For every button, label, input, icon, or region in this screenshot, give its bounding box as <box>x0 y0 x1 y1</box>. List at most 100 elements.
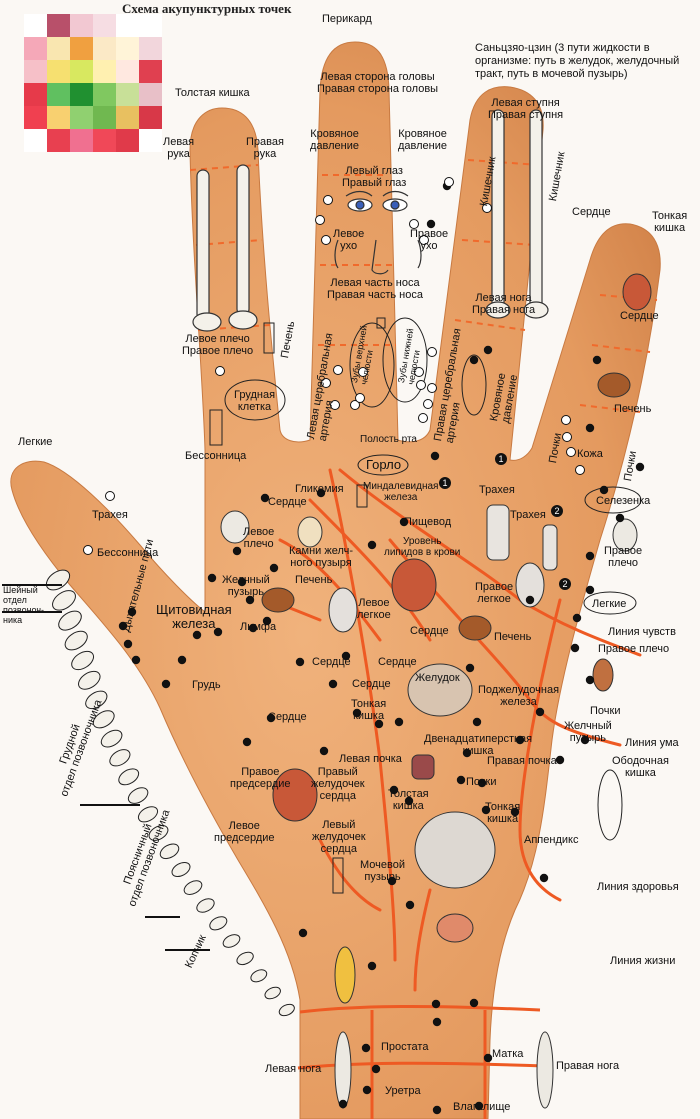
label-serdce-5: Сердце <box>378 656 417 668</box>
acupuncture-point <box>367 540 377 550</box>
logo-tile <box>24 60 47 83</box>
kidneys-dvenadc <box>411 754 435 780</box>
acupuncture-point-hollow <box>575 465 585 475</box>
label-serdce-top: Сердце <box>572 206 611 218</box>
acupuncture-point-hollow <box>427 383 437 393</box>
heart-pinky <box>622 273 652 311</box>
acupuncture-point <box>585 675 595 685</box>
acupuncture-point <box>481 805 491 815</box>
label-pravaya-ruka: Правая рука <box>246 136 284 160</box>
label-tolstaya-kishka-top: Толстая кишка <box>175 87 250 99</box>
label-grud: Грудь <box>192 679 221 691</box>
acupuncture-point-hollow <box>350 400 360 410</box>
acupuncture-point <box>405 900 415 910</box>
acupuncture-point <box>237 577 247 587</box>
acupuncture-point <box>555 755 565 765</box>
label-zhelchnyi-2: Желчный пузырь <box>564 720 612 744</box>
logo-tile <box>47 83 70 106</box>
label-grudnaya: Грудная клетка <box>234 389 276 413</box>
label-pechen-pinky: Печень <box>614 403 652 415</box>
vertebra <box>118 768 140 786</box>
label-prav-predserd: Правое предсердие <box>230 766 291 790</box>
acupuncture-point <box>232 546 242 556</box>
acupuncture-point-hollow <box>83 545 93 555</box>
vertebra <box>250 969 268 983</box>
label-bessonnica-2: Бессонница <box>97 547 159 559</box>
acupuncture-point <box>131 655 141 665</box>
vertebra <box>159 843 180 860</box>
acupuncture-point-hollow <box>215 366 225 376</box>
scapula-left <box>220 510 250 544</box>
label-serdce-7: Сердце <box>268 711 307 723</box>
acupuncture-point <box>316 488 326 498</box>
label-krov-r: Кровяное давление <box>398 128 448 152</box>
logo-tile <box>93 14 116 37</box>
logo-tile <box>93 106 116 129</box>
label-pravoe-plecho-2: Правое плечо <box>598 643 670 655</box>
vertebra <box>127 787 149 804</box>
vertebra <box>85 690 108 710</box>
acupuncture-point <box>399 517 409 527</box>
spine-brackets <box>2 584 210 951</box>
acupuncture-point <box>539 873 549 883</box>
label-shein: Шейный отдел позвоноч- ника <box>3 585 45 625</box>
acupuncture-point <box>213 627 223 637</box>
acupuncture-point-hollow <box>566 447 576 457</box>
acupuncture-point-hollow <box>321 235 331 245</box>
heart-center <box>391 558 437 612</box>
logo-tile <box>24 37 47 60</box>
title: Схема акупунктурных точек <box>122 1 292 16</box>
acupuncture-point <box>535 707 545 717</box>
label-glikemiya: Гликемия <box>295 483 344 495</box>
uterus <box>436 913 474 943</box>
line-of-feeling <box>338 468 642 657</box>
acupuncture-point <box>118 621 128 631</box>
logo-tile <box>116 83 139 106</box>
acupuncture-point <box>432 1017 442 1027</box>
face-drawing <box>334 190 422 275</box>
label-liniya-zhizni: Линия жизни <box>610 955 676 967</box>
acupuncture-point <box>266 713 276 723</box>
logo-tile <box>24 83 47 106</box>
acupuncture-point <box>245 595 255 605</box>
logo-tile <box>47 129 70 152</box>
acupuncture-point <box>161 679 171 689</box>
acupuncture-point <box>242 737 252 747</box>
vertebra <box>196 898 215 913</box>
acupuncture-point-hollow <box>330 400 340 410</box>
acupuncture-point <box>127 607 137 617</box>
acupuncture-point-hollow <box>323 195 333 205</box>
label-legkie-left: Легкие <box>18 436 53 448</box>
label-ukho-l: Левое ухо <box>333 228 365 252</box>
logo-tile <box>70 129 93 152</box>
label-serdce-pinky: Сердце <box>620 310 659 322</box>
line-of-health <box>518 598 562 902</box>
intestines <box>414 811 496 889</box>
label-limfa: Лимфа <box>240 621 277 633</box>
acupuncture-point <box>295 657 305 667</box>
label-kamni: Камни желч- ного пузыря <box>289 545 354 569</box>
acupuncture-point <box>580 735 590 745</box>
acupuncture-point <box>570 643 580 653</box>
logo-tile <box>47 14 70 37</box>
label-ukho-r: Правое ухо <box>410 228 449 252</box>
logo-mosaic <box>24 14 162 152</box>
label-tonkaya-3: Тонкая кишка <box>485 801 521 825</box>
label-zheludok: Желудок <box>415 672 460 684</box>
vertebra <box>78 670 101 690</box>
label-pravoe-legkoe: Правое легкое <box>475 581 514 605</box>
acupuncture-point <box>426 219 436 229</box>
label-polost: Полость рта <box>360 434 417 445</box>
label-mindal: Миндалевидная железа <box>363 481 439 503</box>
acupuncture-point-hollow <box>321 378 331 388</box>
acupuncture-point <box>572 613 582 623</box>
acupuncture-point <box>483 1053 493 1063</box>
label-obodoch: Ободочная кишка <box>612 755 669 779</box>
label-pechen-3: Печень <box>494 631 532 643</box>
leg-right <box>536 1031 554 1109</box>
marker-2a: 2 <box>551 505 563 517</box>
acupuncture-point <box>615 513 625 523</box>
vertebra <box>209 916 228 931</box>
acupuncture-point-hollow <box>416 380 426 390</box>
